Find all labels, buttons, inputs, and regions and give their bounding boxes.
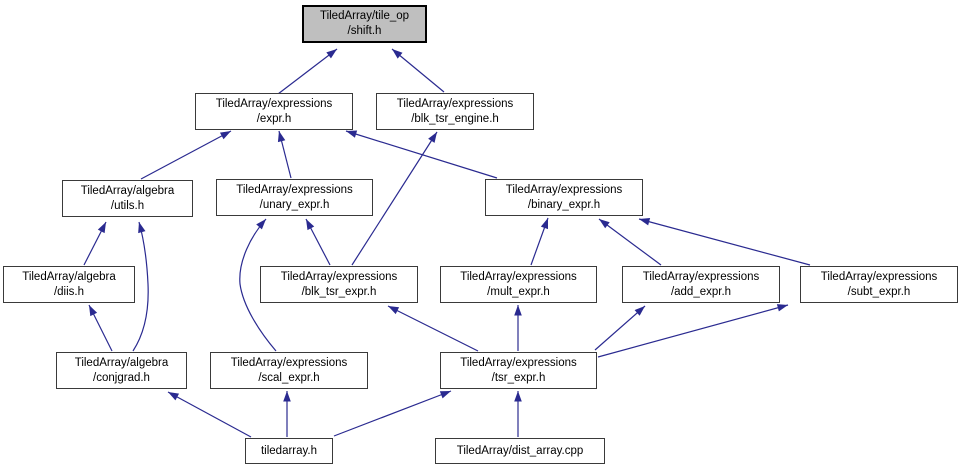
node-label: /unary_expr.h [259, 198, 330, 211]
node-label: TiledArray/expressions [505, 183, 623, 196]
node-label: TiledArray/expressions [230, 356, 348, 369]
node-label: TiledArray/expressions [460, 270, 577, 283]
node-expr-h[interactable]: TiledArray/expressions /expr.h [195, 93, 353, 130]
edge-blk-tsr-expr-to-unary-expr [305, 218, 331, 266]
node-binary-expr-h[interactable]: TiledArray/expressions /binary_expr.h [485, 179, 643, 216]
node-label: TiledArray/expressions [460, 356, 577, 369]
edge-utils-to-expr [140, 130, 232, 180]
node-tsr-expr-h[interactable]: TiledArray/expressions /tsr_expr.h [440, 352, 597, 389]
node-conjgrad-h[interactable]: TiledArray/algebra /conjgrad.h [56, 352, 187, 389]
edge-conjgrad-to-diis [88, 304, 113, 352]
node-utils-h[interactable]: TiledArray/algebra /utils.h [62, 180, 193, 217]
edge-tsr-expr-to-blk-tsr-expr [387, 305, 479, 352]
edge-tsr-expr-to-subt-expr [597, 304, 789, 358]
node-tiledarray-h[interactable]: tiledarray.h [245, 438, 333, 464]
node-label: TiledArray/algebra [22, 270, 116, 283]
node-label: /conjgrad.h [93, 371, 150, 384]
node-label: /binary_expr.h [527, 198, 601, 211]
node-shift-h: TiledArray/tile_op /shift.h [302, 5, 427, 43]
node-label: TiledArray/algebra [80, 184, 175, 197]
edge-diis-to-utils [83, 221, 107, 266]
node-mult-expr-h[interactable]: TiledArray/expressions /mult_expr.h [440, 266, 597, 303]
node-diis-h[interactable]: TiledArray/algebra /diis.h [3, 266, 135, 303]
node-label: TiledArray/dist_array.cpp [456, 444, 584, 457]
edge-conjgrad-to-utils [132, 221, 149, 352]
node-label: TiledArray/expressions [820, 270, 938, 283]
node-label: /utils.h [110, 199, 145, 212]
node-label: TiledArray/expressions [215, 97, 333, 110]
node-label: /blk_tsr_expr.h [301, 285, 377, 298]
node-subt-expr-h[interactable]: TiledArray/expressions /subt_expr.h [800, 266, 958, 303]
node-label: /expr.h [256, 112, 292, 125]
node-label: /diis.h [53, 285, 85, 298]
edge-blk-tsr-expr-to-engine [351, 131, 438, 266]
edge-tiledarray-to-conjgrad [167, 391, 252, 438]
node-label: TiledArray/expressions [642, 270, 760, 283]
node-dist-array-cpp[interactable]: TiledArray/dist_array.cpp [435, 438, 605, 464]
node-blk-tsr-engine-h[interactable]: TiledArray/expressions /blk_tsr_engine.h [376, 93, 534, 130]
node-label: /scal_expr.h [258, 371, 320, 384]
node-label: TiledArray/algebra [74, 356, 169, 369]
edge-binary-expr-to-expr [345, 130, 498, 179]
node-label: TiledArray/expressions [396, 97, 514, 110]
node-unary-expr-h[interactable]: TiledArray/expressions /unary_expr.h [216, 179, 373, 216]
node-label: /mult_expr.h [487, 285, 550, 298]
edge-blk-tsr-engine-to-shift [391, 48, 445, 93]
edge-scal-expr-to-unary-expr [239, 218, 277, 352]
edge-mult-expr-to-binary-expr [530, 217, 549, 266]
node-blk-tsr-expr-h[interactable]: TiledArray/expressions /blk_tsr_expr.h [260, 266, 418, 303]
edge-subt-expr-to-binary-expr [638, 218, 811, 266]
node-label: TiledArray/tile_op [319, 10, 410, 22]
node-add-expr-h[interactable]: TiledArray/expressions /add_expr.h [622, 266, 780, 303]
node-label: /subt_expr.h [847, 285, 911, 298]
edge-unary-expr-to-expr [277, 130, 292, 179]
node-label: tiledarray.h [260, 444, 318, 457]
edge-expr-to-shift [277, 48, 338, 95]
edge-tiledarray-to-tsr-expr [333, 390, 452, 437]
node-label: TiledArray/expressions [280, 270, 398, 283]
node-label: /shift.h [347, 25, 382, 37]
node-scal-expr-h[interactable]: TiledArray/expressions /scal_expr.h [210, 352, 368, 389]
node-label: /tsr_expr.h [491, 371, 546, 384]
node-label: TiledArray/expressions [236, 183, 353, 196]
edge-add-expr-to-binary-expr [598, 218, 662, 266]
node-label: /add_expr.h [670, 285, 732, 298]
edge-tsr-expr-to-add-expr [594, 305, 646, 351]
node-label: /blk_tsr_engine.h [411, 112, 499, 125]
